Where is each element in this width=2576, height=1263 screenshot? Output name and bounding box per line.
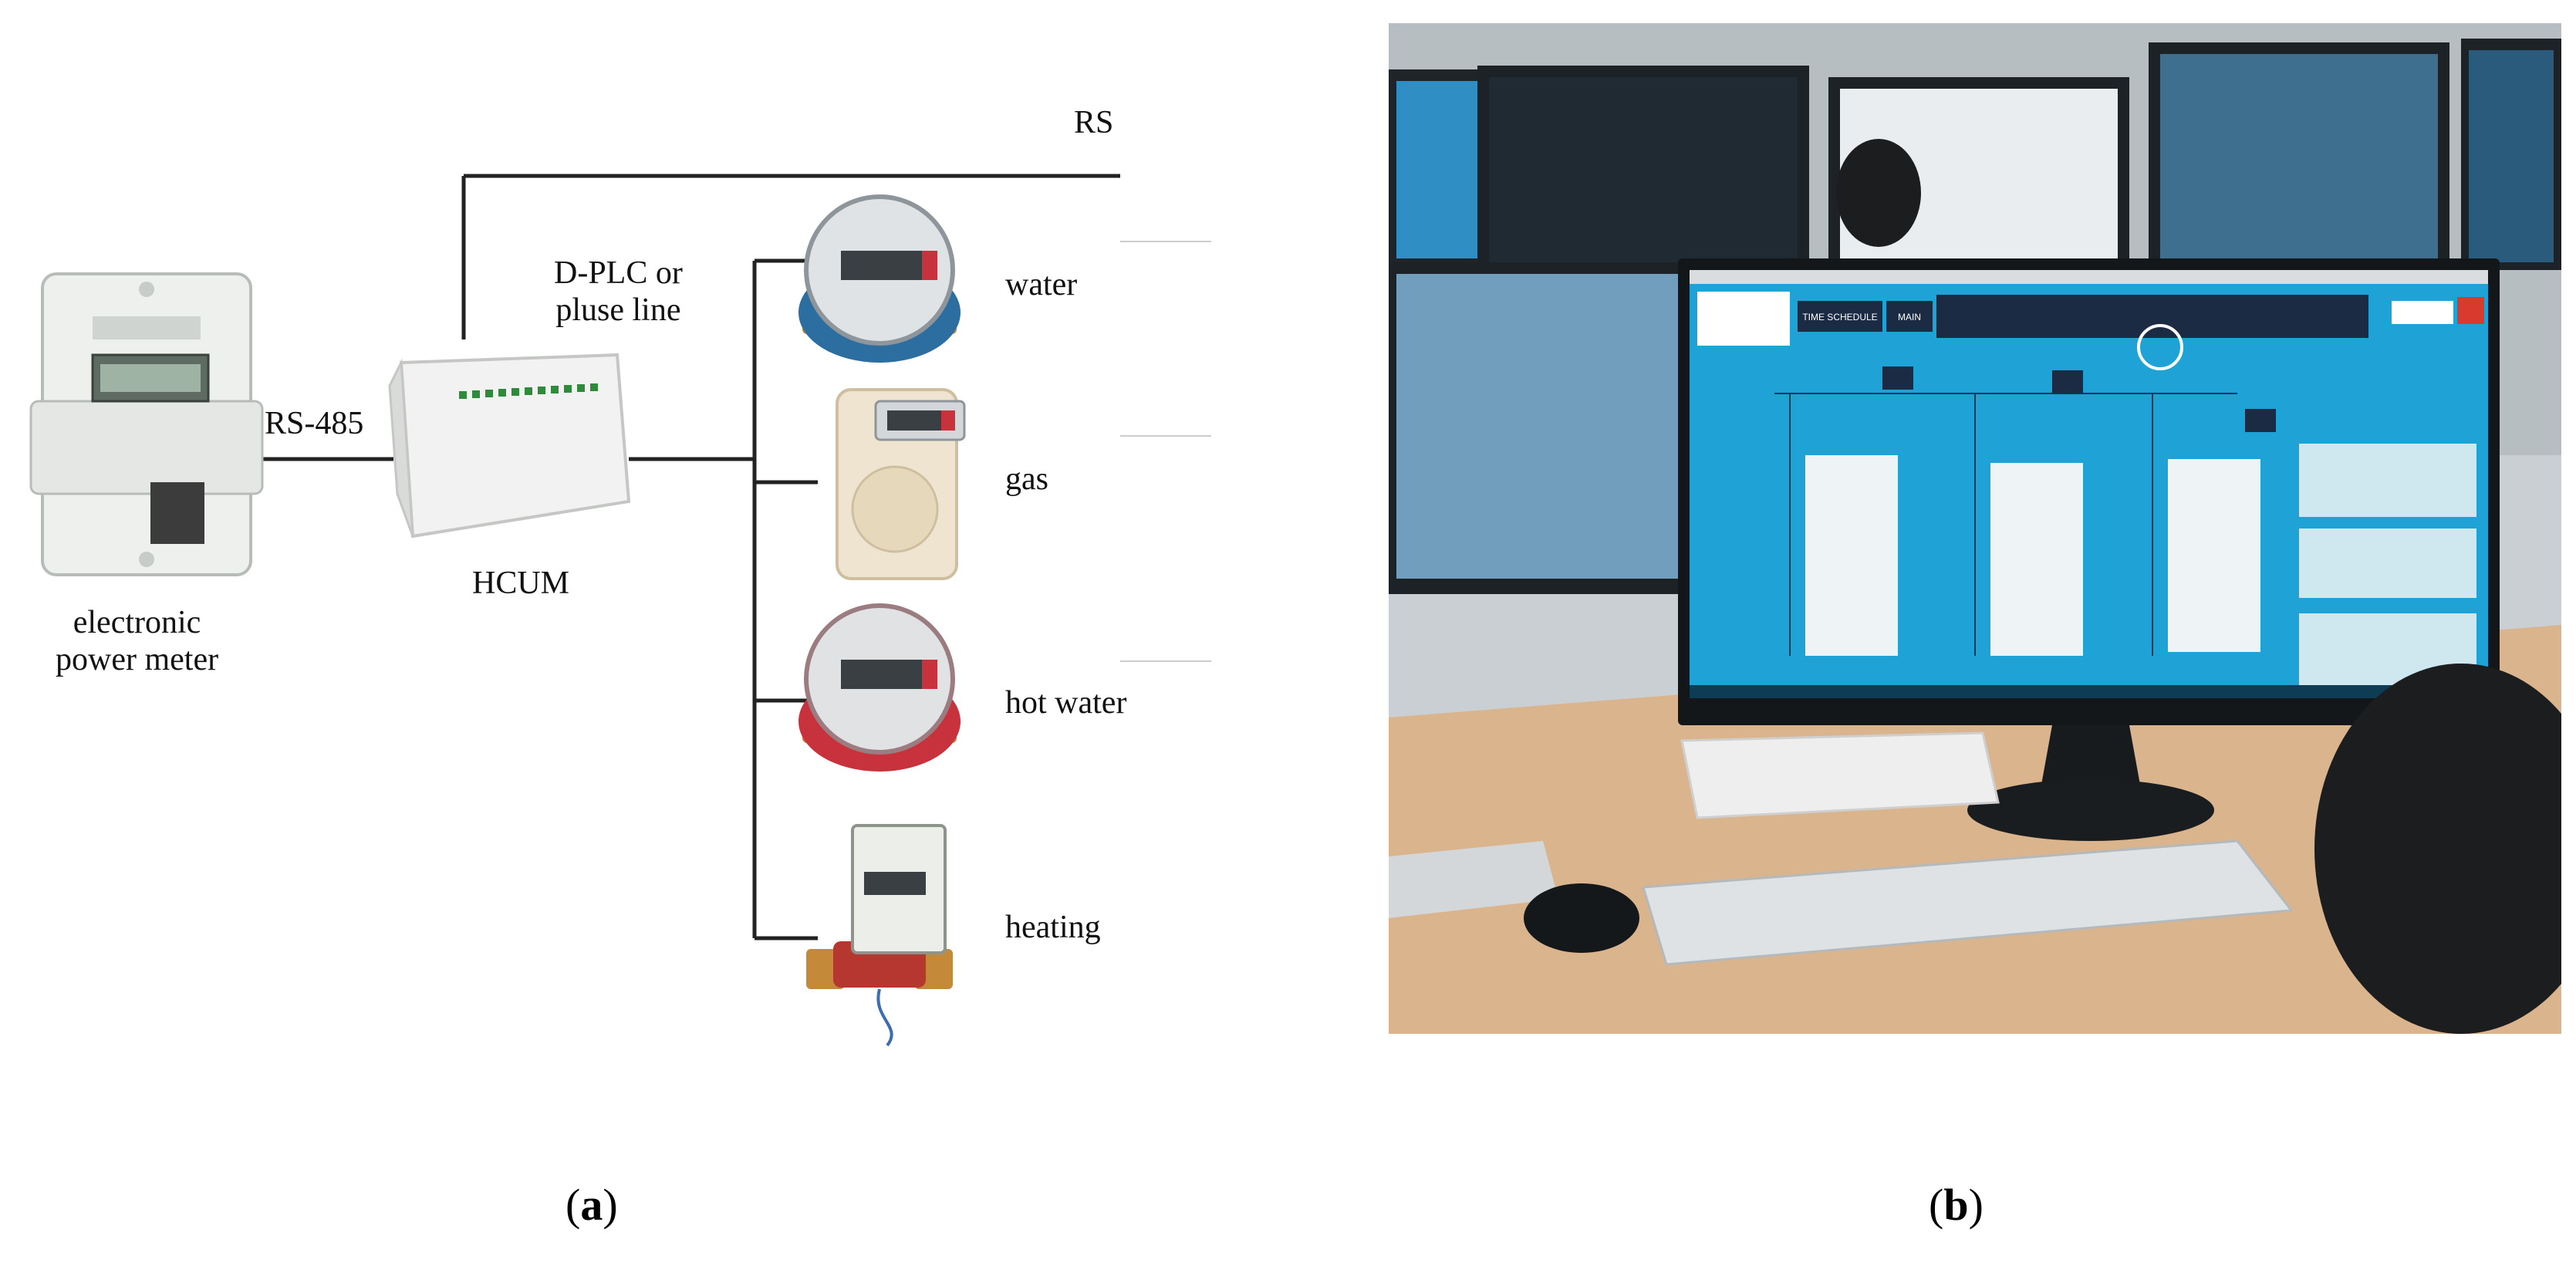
hot-water-meter xyxy=(798,603,961,772)
metering-diagram xyxy=(29,174,1211,1047)
water-label: water xyxy=(1005,267,1078,302)
power-meter-label-line2: power meter xyxy=(56,642,219,678)
mouse xyxy=(1524,883,1639,953)
chair-top xyxy=(1836,139,1921,247)
time-schedule-button: TIME SCHEDULE xyxy=(1802,312,1877,323)
connection-lines xyxy=(255,174,1120,940)
hcum-device xyxy=(388,353,631,539)
hcum-label: HCUM xyxy=(472,566,570,601)
power-meter-label-line1: electronic xyxy=(73,605,201,640)
dplc-label-line1: D-PLC or xyxy=(554,255,683,291)
left-keyboard xyxy=(1389,841,1558,918)
keyboard xyxy=(1642,839,2294,966)
rs-label: RS xyxy=(1074,105,1114,140)
rs485-label: RS-485 xyxy=(265,406,364,441)
power-meter-label: electronic power meter xyxy=(56,604,218,679)
main-button: MAIN xyxy=(1898,312,1921,323)
heating-meter xyxy=(806,824,953,1047)
gas-meter xyxy=(836,388,966,580)
dplc-label-line2: pluse line xyxy=(555,292,681,329)
caption-b: (b) xyxy=(1929,1180,1983,1230)
chair-right xyxy=(2314,664,2561,1034)
faint-separators xyxy=(1120,241,1211,662)
top-monitors xyxy=(1389,39,2561,289)
control-room-photo: TIME SCHEDULE MAIN xyxy=(1389,23,2561,1034)
hot-water-label: hot water xyxy=(1005,685,1127,721)
heating-label: heating xyxy=(1005,910,1101,945)
dplc-label: D-PLC or pluse line xyxy=(554,255,683,329)
water-meter xyxy=(798,194,961,363)
electronic-power-meter xyxy=(29,272,264,576)
main-monitor: TIME SCHEDULE MAIN xyxy=(1678,258,2500,841)
gas-label: gas xyxy=(1005,461,1048,497)
left-monitor xyxy=(1389,262,1705,594)
tray xyxy=(1680,731,2000,819)
caption-a-letter: a xyxy=(580,1180,603,1230)
caption-a: (a) xyxy=(566,1180,618,1230)
caption-b-letter: b xyxy=(1943,1180,1969,1230)
